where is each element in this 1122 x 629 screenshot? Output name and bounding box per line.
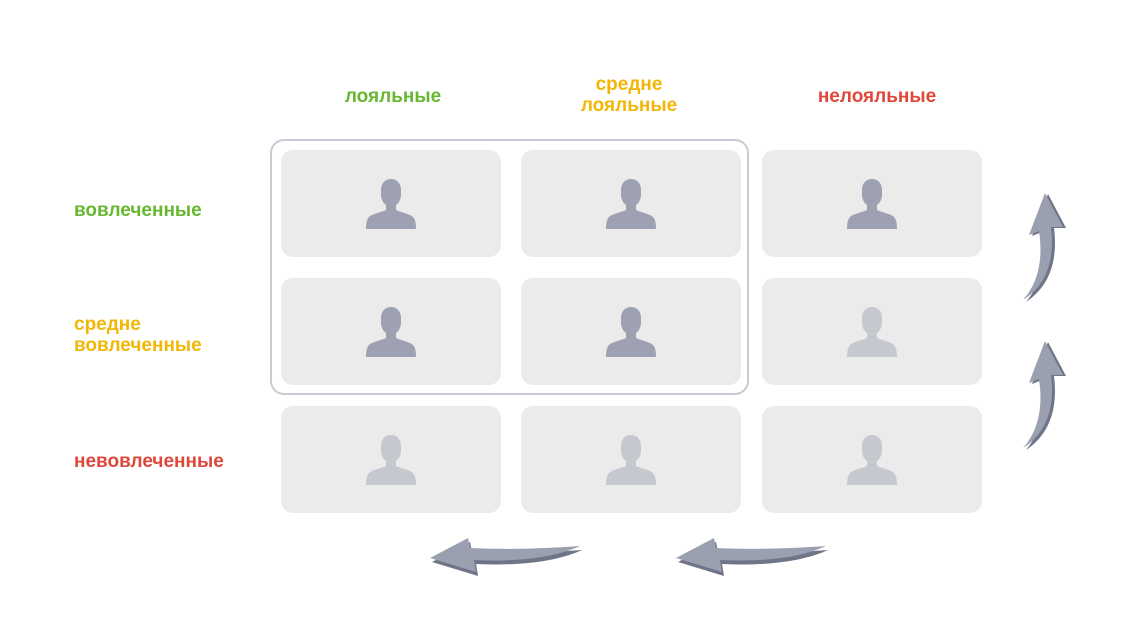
user-icon <box>847 306 897 357</box>
cell-engaged-disloyal <box>762 150 982 257</box>
row-label-disengaged: невовлеченные <box>74 451 224 472</box>
arrow-left-icon <box>430 538 582 576</box>
cell-engaged-medium-loyal <box>521 150 741 257</box>
user-icon <box>366 306 416 357</box>
user-icon <box>606 434 656 485</box>
row-label-engaged: вовлеченные <box>74 200 202 221</box>
user-icon <box>847 434 897 485</box>
column-label-disloyal: нелояльные <box>817 86 937 107</box>
cell-medium-engaged-medium-loyal <box>521 278 741 385</box>
cell-medium-engaged-disloyal <box>762 278 982 385</box>
column-label-loyal: лояльные <box>344 86 442 107</box>
cell-disengaged-loyal <box>281 406 501 513</box>
cell-disengaged-disloyal <box>762 406 982 513</box>
user-icon <box>366 434 416 485</box>
arrow-up-icon <box>1023 193 1066 302</box>
cell-disengaged-medium-loyal <box>521 406 741 513</box>
user-icon <box>847 178 897 229</box>
column-label-medium-loyal: средне лояльные <box>580 74 678 116</box>
cell-medium-engaged-loyal <box>281 278 501 385</box>
user-icon <box>606 306 656 357</box>
user-icon <box>606 178 656 229</box>
user-icon <box>366 178 416 229</box>
loyal-engaged-group-outline <box>270 139 749 395</box>
arrow-up-icon <box>1023 341 1066 450</box>
arrow-left-icon <box>676 538 828 576</box>
cell-engaged-loyal <box>281 150 501 257</box>
row-label-medium-engaged: средне вовлеченные <box>74 314 202 356</box>
